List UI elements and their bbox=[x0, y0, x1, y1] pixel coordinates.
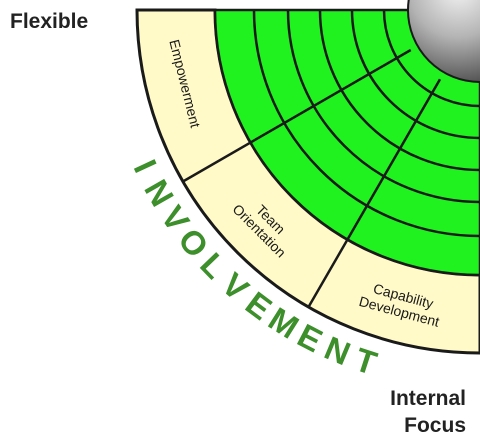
center-sphere-icon bbox=[407, 0, 480, 83]
trait-letter: I bbox=[127, 154, 164, 178]
grid-arc-4 bbox=[286, 9, 480, 204]
grid-arcs bbox=[252, 9, 480, 238]
segment-divider-1 bbox=[307, 78, 442, 308]
grid-arc-1 bbox=[382, 9, 480, 108]
segment-dividers bbox=[182, 48, 442, 308]
grid-arc-2 bbox=[350, 9, 480, 140]
trait-letter: T bbox=[351, 340, 382, 381]
internal-focus-axis-label: Internal Focus bbox=[390, 385, 466, 439]
trait-letter: N bbox=[319, 329, 355, 372]
flexible-axis-label: Flexible bbox=[10, 10, 89, 33]
internal-focus-line-2: Focus bbox=[404, 414, 466, 437]
internal-focus-line-1: Internal bbox=[390, 387, 466, 410]
grid-arc-5 bbox=[252, 9, 480, 238]
segment-divider-2 bbox=[182, 48, 412, 183]
grid-arc-3 bbox=[318, 9, 480, 172]
